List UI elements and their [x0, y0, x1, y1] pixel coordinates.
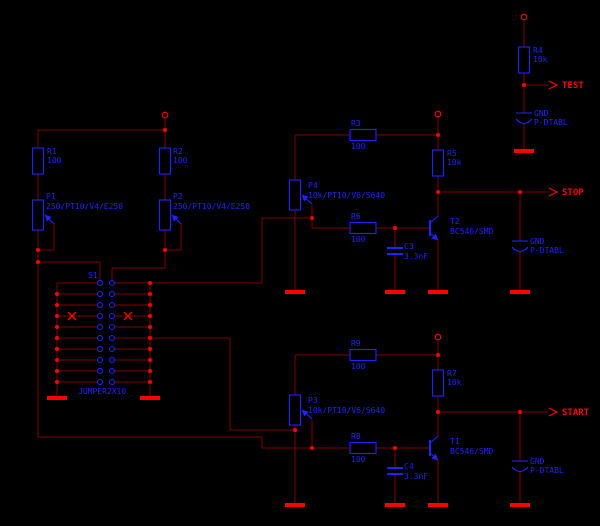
net-label-stop: STOP	[562, 188, 584, 198]
capacitor-c4[interactable]: C4 3.3nF	[387, 462, 428, 481]
net-arrow-icon	[548, 187, 559, 197]
potentiometer-p3[interactable]: P3 10k/PT10/V6/S640	[288, 394, 386, 426]
resistor-r7-ref: R7	[447, 369, 457, 378]
transistor-t2[interactable]: T2 BC546/SMD	[429, 215, 494, 241]
resistor-r5-ref: R5	[447, 149, 457, 158]
resistor-r4[interactable]: R4 10k	[517, 46, 548, 74]
testpad-gnd-start[interactable]: GND P-DTABL	[511, 457, 564, 475]
resistor-r1-value: 100	[47, 156, 62, 165]
resistor-r5[interactable]: R5 10k	[431, 149, 462, 177]
resistor-r7[interactable]: R7 10k	[431, 369, 462, 397]
net-port-test[interactable]: TEST	[548, 80, 584, 91]
net-port-start[interactable]: START	[548, 407, 590, 418]
gnd-symbols[interactable]	[47, 149, 534, 507]
potentiometer-p4-value: 10k/PT10/V6/S640	[308, 191, 385, 200]
net-label-test: TEST	[562, 81, 584, 91]
resistor-r3[interactable]: R3 100	[349, 119, 377, 151]
potentiometer-p2-ref: P2	[173, 192, 183, 201]
resistor-r6-ref: R6	[351, 212, 361, 221]
junction-dots	[36, 83, 526, 450]
potentiometer-p2[interactable]: P2 250/PT10/V4/E250	[158, 192, 251, 231]
resistor-r2[interactable]: R2 100	[158, 147, 188, 175]
resistor-r3-ref: R3	[351, 119, 361, 128]
net-port-stop[interactable]: STOP	[548, 187, 584, 198]
capacitor-c4-ref: C4	[404, 462, 414, 471]
resistor-r7-value: 10k	[447, 378, 462, 387]
resistor-r5-value: 10k	[447, 158, 462, 167]
potentiometer-p1[interactable]: P1 250/PT10/V4/E250	[31, 192, 124, 231]
connector-ref: S1	[88, 271, 98, 280]
testpad-gnd-test-ref: GND	[534, 109, 549, 118]
resistor-r2-ref: R2	[173, 147, 183, 156]
capacitor-c4-value: 3.3nF	[404, 472, 428, 481]
resistor-r4-value: 10k	[533, 55, 548, 64]
capacitor-c3[interactable]: C3 3.3nF	[387, 242, 428, 261]
capacitor-c3-ref: C3	[404, 242, 414, 251]
resistor-r8-value: 100	[351, 455, 366, 464]
transistor-t2-ref: T2	[450, 217, 460, 226]
testpad-gnd-start-ref: GND	[530, 457, 545, 466]
resistor-r9-ref: R9	[351, 339, 361, 348]
resistor-r3-value: 100	[351, 142, 366, 151]
resistor-r1[interactable]: R1 100	[31, 147, 62, 175]
resistor-r4-ref: R4	[533, 46, 543, 55]
potentiometer-p1-ref: P1	[46, 192, 56, 201]
net-arrow-icon	[548, 407, 559, 417]
transistor-t1-ref: T1	[450, 437, 460, 446]
transistor-t1-value: BC546/SMD	[450, 447, 494, 456]
potentiometer-p3-value: 10k/PT10/V6/S640	[308, 406, 385, 415]
transistor-t2-value: BC546/SMD	[450, 227, 494, 236]
resistor-r8[interactable]: R8 100	[349, 432, 377, 464]
potentiometer-p3-ref: P3	[308, 396, 318, 405]
resistor-r2-value: 100	[173, 156, 188, 165]
transistor-t1[interactable]: T1 BC546/SMD	[429, 435, 494, 461]
capacitor-c3-value: 3.3nF	[404, 252, 428, 261]
potentiometer-p4[interactable]: P4 10k/PT10/V6/S640	[288, 179, 386, 211]
testpad-gnd-test[interactable]: GND P-DTABL	[515, 109, 568, 127]
connector-value: JUMPER2X10	[78, 387, 126, 396]
resistor-r8-ref: R8	[351, 432, 361, 441]
testpad-gnd-stop-value: P-DTABL	[530, 246, 564, 255]
testpad-gnd-test-value: P-DTABL	[534, 118, 568, 127]
potentiometer-p4-ref: P4	[308, 181, 318, 190]
potentiometer-p2-value: 250/PT10/V4/E250	[173, 202, 250, 211]
net-label-start: START	[562, 408, 590, 418]
testpad-gnd-start-value: P-DTABL	[530, 466, 564, 475]
terminal-pins[interactable]	[161, 13, 528, 341]
testpad-gnd-stop[interactable]: GND P-DTABL	[511, 237, 564, 255]
resistor-r6-value: 100	[351, 235, 366, 244]
resistor-r1-ref: R1	[47, 147, 57, 156]
resistor-r9-value: 100	[351, 362, 366, 371]
testpad-gnd-stop-ref: GND	[530, 237, 545, 246]
net-arrow-icon	[548, 80, 559, 90]
no-connect-x-icon	[67, 311, 133, 321]
connector-jumper-2x10[interactable]: S1 JUMPER2X10	[78, 271, 126, 396]
resistor-r9[interactable]: R9 100	[349, 339, 377, 371]
potentiometer-p1-value: 250/PT10/V4/E250	[46, 202, 123, 211]
net-wires[interactable]	[37, 20, 548, 503]
resistor-r6[interactable]: R6 100	[349, 212, 377, 244]
